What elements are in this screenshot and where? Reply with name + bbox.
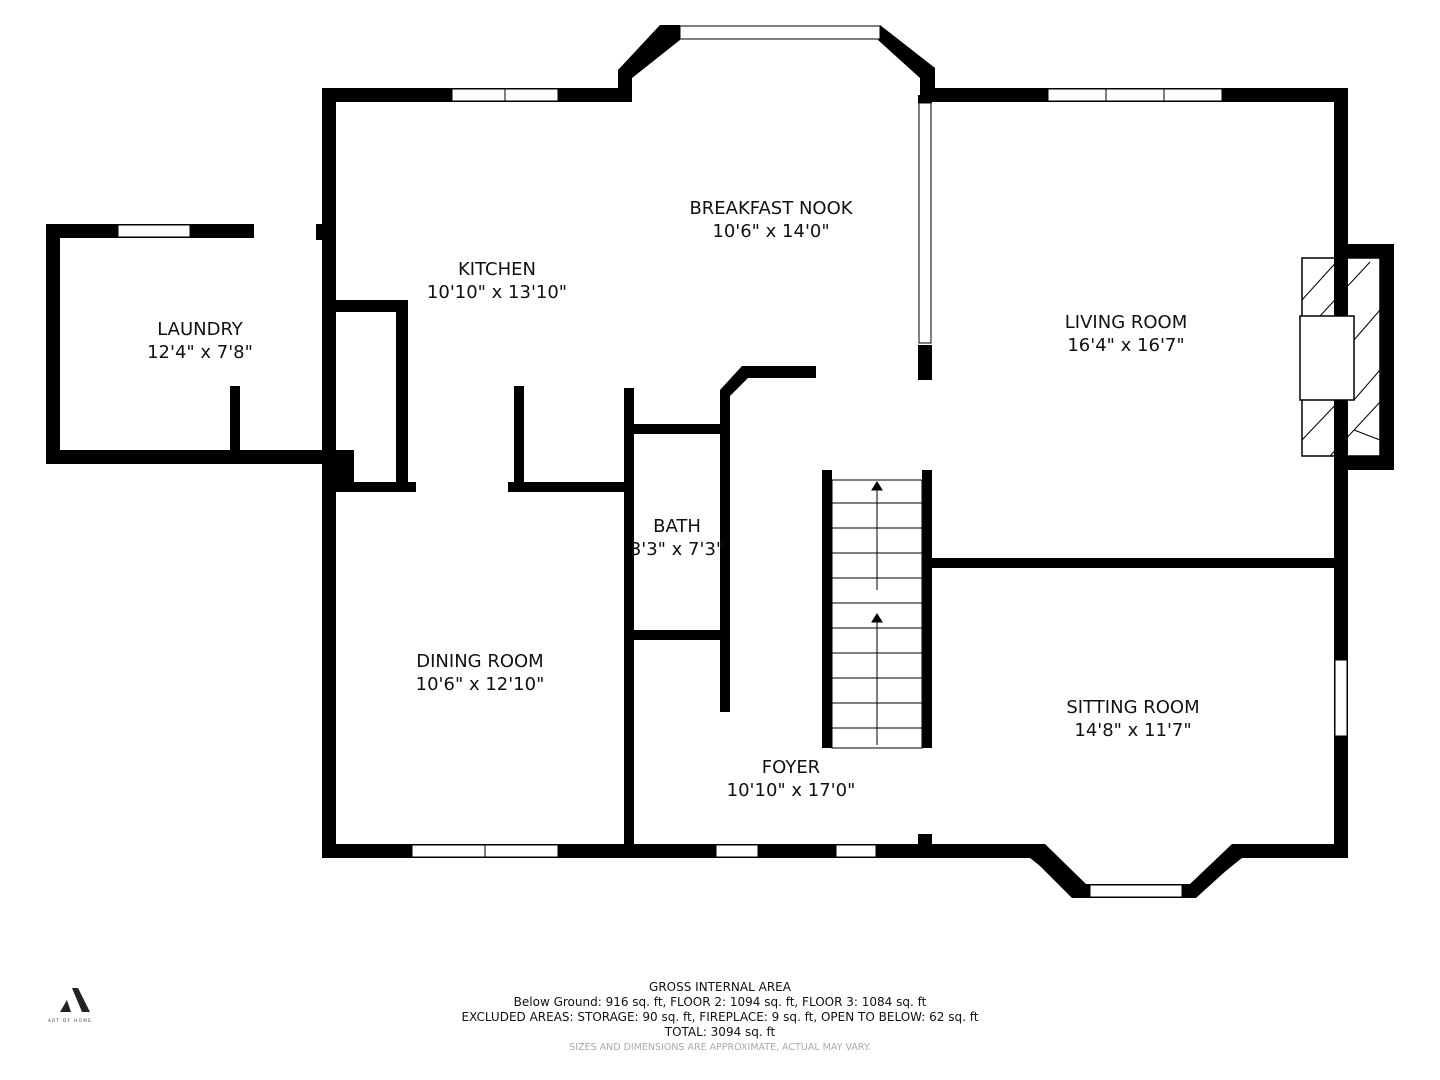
room-name: BREAKFAST NOOK xyxy=(689,198,853,219)
room-dims: 14'8" x 11'7" xyxy=(1074,720,1192,741)
windows xyxy=(117,25,1348,898)
room-dims: 12'4" x 7'8" xyxy=(147,342,253,363)
room-name: LAUNDRY xyxy=(157,319,243,340)
area-title: GROSS INTERNAL AREA xyxy=(649,980,791,994)
room-name: FOYER xyxy=(761,757,821,778)
walls xyxy=(46,25,1394,898)
room-name: KITCHEN xyxy=(457,259,536,280)
fireplace xyxy=(1299,257,1381,457)
room-dims: 10'6" x 14'0" xyxy=(712,221,830,242)
logo-text: ART OF HOME xyxy=(48,1018,93,1023)
stairs xyxy=(831,479,923,749)
disclaimer: SIZES AND DIMENSIONS ARE APPROXIMATE, AC… xyxy=(569,1042,871,1053)
room-name: LIVING ROOM xyxy=(1064,312,1188,333)
room-dims: 10'6" x 12'10" xyxy=(415,674,545,695)
area-total: TOTAL: 3094 sq. ft xyxy=(664,1025,776,1039)
room-dims: 16'4" x 16'7" xyxy=(1067,335,1185,356)
area-excluded: EXCLUDED AREAS: STORAGE: 90 sq. ft, FIRE… xyxy=(461,1010,979,1024)
area-summary: GROSS INTERNAL AREA Below Ground: 916 sq… xyxy=(0,980,1440,1055)
room-name: DINING ROOM xyxy=(416,651,544,672)
area-floors: Below Ground: 916 sq. ft, FLOOR 2: 1094 … xyxy=(513,995,927,1009)
room-dims: 3'3" x 7'3" xyxy=(629,539,725,560)
logo-mark xyxy=(60,988,90,1012)
room-dims: 10'10" x 13'10" xyxy=(426,282,568,303)
room-name: SITTING ROOM xyxy=(1066,697,1200,718)
room-dims: 10'10" x 17'0" xyxy=(726,780,856,801)
room-name: BATH xyxy=(653,516,701,537)
